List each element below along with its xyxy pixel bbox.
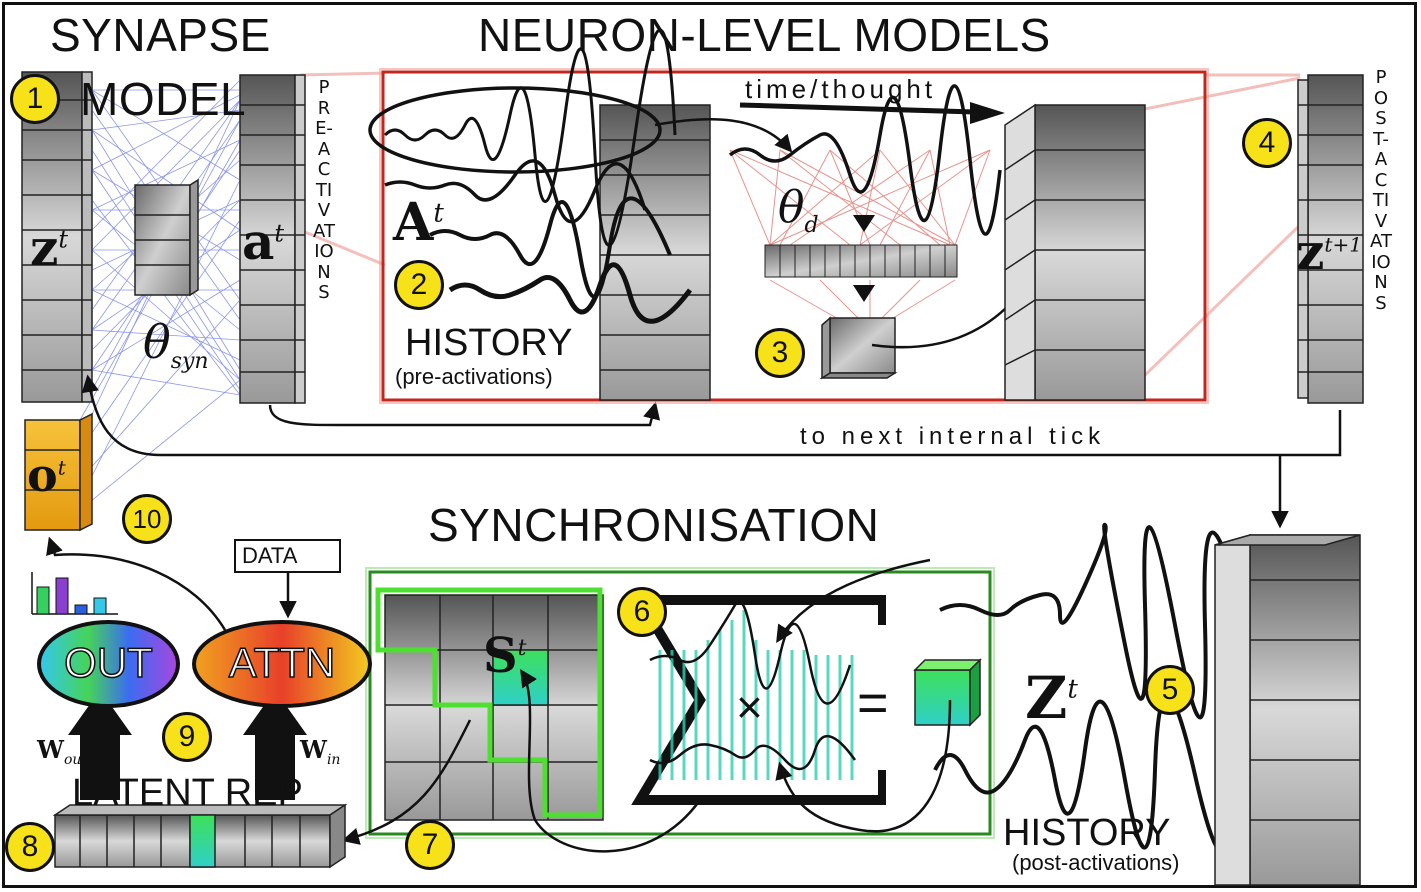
badge-5: 5 bbox=[1145, 665, 1195, 715]
badge-2: 2 bbox=[394, 260, 444, 310]
output-bar-chart bbox=[31, 572, 118, 615]
a-column bbox=[239, 74, 306, 404]
badge-6: 6 bbox=[617, 587, 667, 637]
z-next-column bbox=[1297, 74, 1364, 404]
neuron-output-cell bbox=[819, 316, 898, 380]
latent-title: LATENT REP bbox=[72, 772, 303, 814]
w-in-arrow bbox=[243, 690, 307, 800]
badge-10: 10 bbox=[122, 494, 172, 544]
out-ellipse: OUT bbox=[37, 620, 180, 708]
synapse-title-line1: SYNAPSE bbox=[50, 9, 271, 61]
history-post-sub: (post-activations) bbox=[1012, 850, 1180, 875]
data-box bbox=[234, 539, 341, 573]
sync-matrix bbox=[384, 594, 604, 821]
synapse-weights-block bbox=[134, 178, 199, 297]
w-in-symbol: Win bbox=[300, 735, 341, 768]
equals-symbol: = bbox=[857, 673, 889, 733]
sync-result-cube bbox=[913, 658, 982, 727]
badge-7: 7 bbox=[405, 820, 455, 870]
theta-d-symbol: θd bbox=[778, 182, 819, 238]
attn-ellipse: ATTN bbox=[192, 620, 372, 708]
badge-3: 3 bbox=[755, 328, 805, 378]
selected-trace-ellipse bbox=[368, 86, 662, 174]
pre-activations-label: PRE-ACTIVATIONS bbox=[313, 77, 335, 303]
post-history-column bbox=[1214, 534, 1361, 886]
w-out-symbol: Wout bbox=[37, 735, 88, 768]
o-t-symbol: ot bbox=[27, 448, 66, 502]
badge-4: 4 bbox=[1242, 118, 1292, 168]
time-thought-label: time/thought bbox=[745, 74, 937, 104]
z-t-symbol: zt bbox=[30, 218, 69, 277]
latent-rep-bar bbox=[52, 803, 348, 869]
badge-1: 1 bbox=[10, 74, 60, 124]
output-block bbox=[24, 412, 93, 532]
post-activations-label: POST-ACTIVATIONS bbox=[1370, 67, 1392, 314]
Z-t-symbol: Zt bbox=[1025, 664, 1078, 732]
pre-history-column bbox=[599, 104, 711, 401]
neuron-post-column bbox=[1004, 103, 1146, 401]
badge-9: 9 bbox=[162, 712, 212, 762]
synapse-title-line2: MODEL bbox=[80, 73, 247, 125]
attn-label: ATTN bbox=[228, 638, 336, 687]
a-t-symbol: at bbox=[242, 212, 285, 271]
times-symbol: × bbox=[736, 681, 763, 733]
neuron-layer bbox=[764, 244, 958, 278]
A-t-symbol: At bbox=[393, 192, 444, 253]
history-pre-label: HISTORY bbox=[405, 322, 573, 364]
next-tick-label: to next internal tick bbox=[800, 423, 1106, 450]
theta-syn-symbol: θsyn bbox=[143, 315, 209, 375]
pre-activation-waves bbox=[383, 28, 692, 324]
neuron-title: NEURON-LEVEL MODELS bbox=[478, 9, 1051, 61]
data-label: DATA bbox=[242, 543, 298, 568]
neuron-box bbox=[381, 70, 1207, 402]
history-post-label: HISTORY bbox=[1003, 812, 1171, 854]
sync-box bbox=[368, 570, 992, 836]
post-activation-waves bbox=[933, 522, 1247, 855]
sync-title: SYNCHRONISATION bbox=[428, 499, 880, 551]
z-t1-symbol: zt+1 bbox=[1296, 222, 1362, 281]
w-out-arrow bbox=[68, 690, 132, 800]
upper-triangle-highlight bbox=[375, 587, 603, 818]
out-label: OUT bbox=[63, 638, 153, 687]
badge-8: 8 bbox=[5, 822, 55, 872]
S-t-symbol: St bbox=[483, 628, 527, 684]
sum-symbol bbox=[631, 595, 880, 805]
neuron-fan-lines bbox=[729, 149, 991, 321]
history-pre-sub: (pre-activations) bbox=[395, 364, 553, 389]
